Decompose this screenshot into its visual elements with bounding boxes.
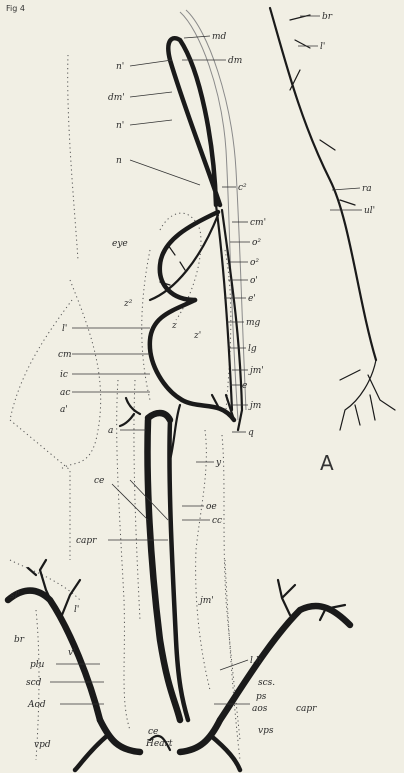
label-a-prime: a': [60, 405, 68, 415]
label-capr: capr: [76, 536, 97, 546]
label-ce: ce: [94, 476, 104, 486]
label-sl-prime: sl': [10, 591, 20, 601]
label-l-prime-2: l': [74, 605, 79, 615]
label-ce-2: ce: [148, 727, 158, 737]
label-jm: jm: [248, 401, 261, 411]
label-z-prime: z': [193, 331, 201, 341]
inset-letter: A: [320, 451, 334, 475]
label-cm: cm: [58, 350, 72, 360]
label-plu: plu: [30, 660, 45, 670]
inset-label-l-prime: l': [320, 42, 325, 52]
label-z: z: [171, 321, 177, 331]
label-vpd: vpd: [34, 740, 51, 750]
label-cc: cc: [212, 516, 222, 526]
label-md: md: [212, 32, 227, 42]
label-heart: Heart: [145, 739, 173, 749]
label-y: y: [215, 458, 222, 468]
label-o-prime: o': [250, 276, 258, 286]
label-ac: ac: [60, 388, 70, 398]
label-o2b: o²: [250, 258, 259, 268]
inset-label-br: br: [322, 12, 333, 22]
figure-number: Fig 4: [6, 4, 25, 13]
label-br: br: [14, 635, 25, 645]
label-n-prime: n': [116, 62, 124, 72]
label-n-prime-2: n': [116, 121, 124, 131]
label-l-prime: l': [62, 324, 67, 334]
label-v-prime: v': [68, 648, 76, 658]
label-aod: Aod: [27, 700, 46, 710]
label-dm-prime: dm': [108, 93, 125, 103]
label-mg: mg: [246, 318, 261, 328]
label-scd: scd: [26, 678, 42, 688]
label-lg: lg: [248, 344, 257, 354]
label-scs: scs.: [258, 678, 275, 688]
label-capr-2: capr: [296, 704, 317, 714]
label-ic: ic: [60, 370, 68, 380]
label-cm-prime: cm': [250, 218, 266, 228]
label-c2: c²: [238, 183, 247, 193]
label-eye: eye: [112, 239, 128, 249]
label-vps: vps: [258, 726, 274, 736]
inset-a-vessel: [270, 8, 395, 430]
inset-label-ra: ra: [362, 184, 372, 194]
label-jm-prime: jm': [248, 366, 264, 376]
label-ps: ps: [256, 692, 267, 702]
label-o2: o²: [252, 238, 261, 248]
label-dm: dm: [228, 56, 242, 66]
label-aos: aos: [252, 704, 268, 714]
inset-label-ul-prime: ul': [364, 206, 375, 216]
label-e-prime: e': [248, 294, 256, 304]
label-q: q: [248, 428, 254, 438]
label-jm-prime-2: jm': [198, 596, 214, 606]
label-a: a: [108, 426, 113, 436]
label-n: n: [116, 156, 122, 166]
label-oe: oe: [206, 502, 217, 512]
label-lh: l.h: [250, 656, 262, 666]
label-z2: z²: [123, 299, 133, 309]
label-e: e: [242, 381, 247, 391]
